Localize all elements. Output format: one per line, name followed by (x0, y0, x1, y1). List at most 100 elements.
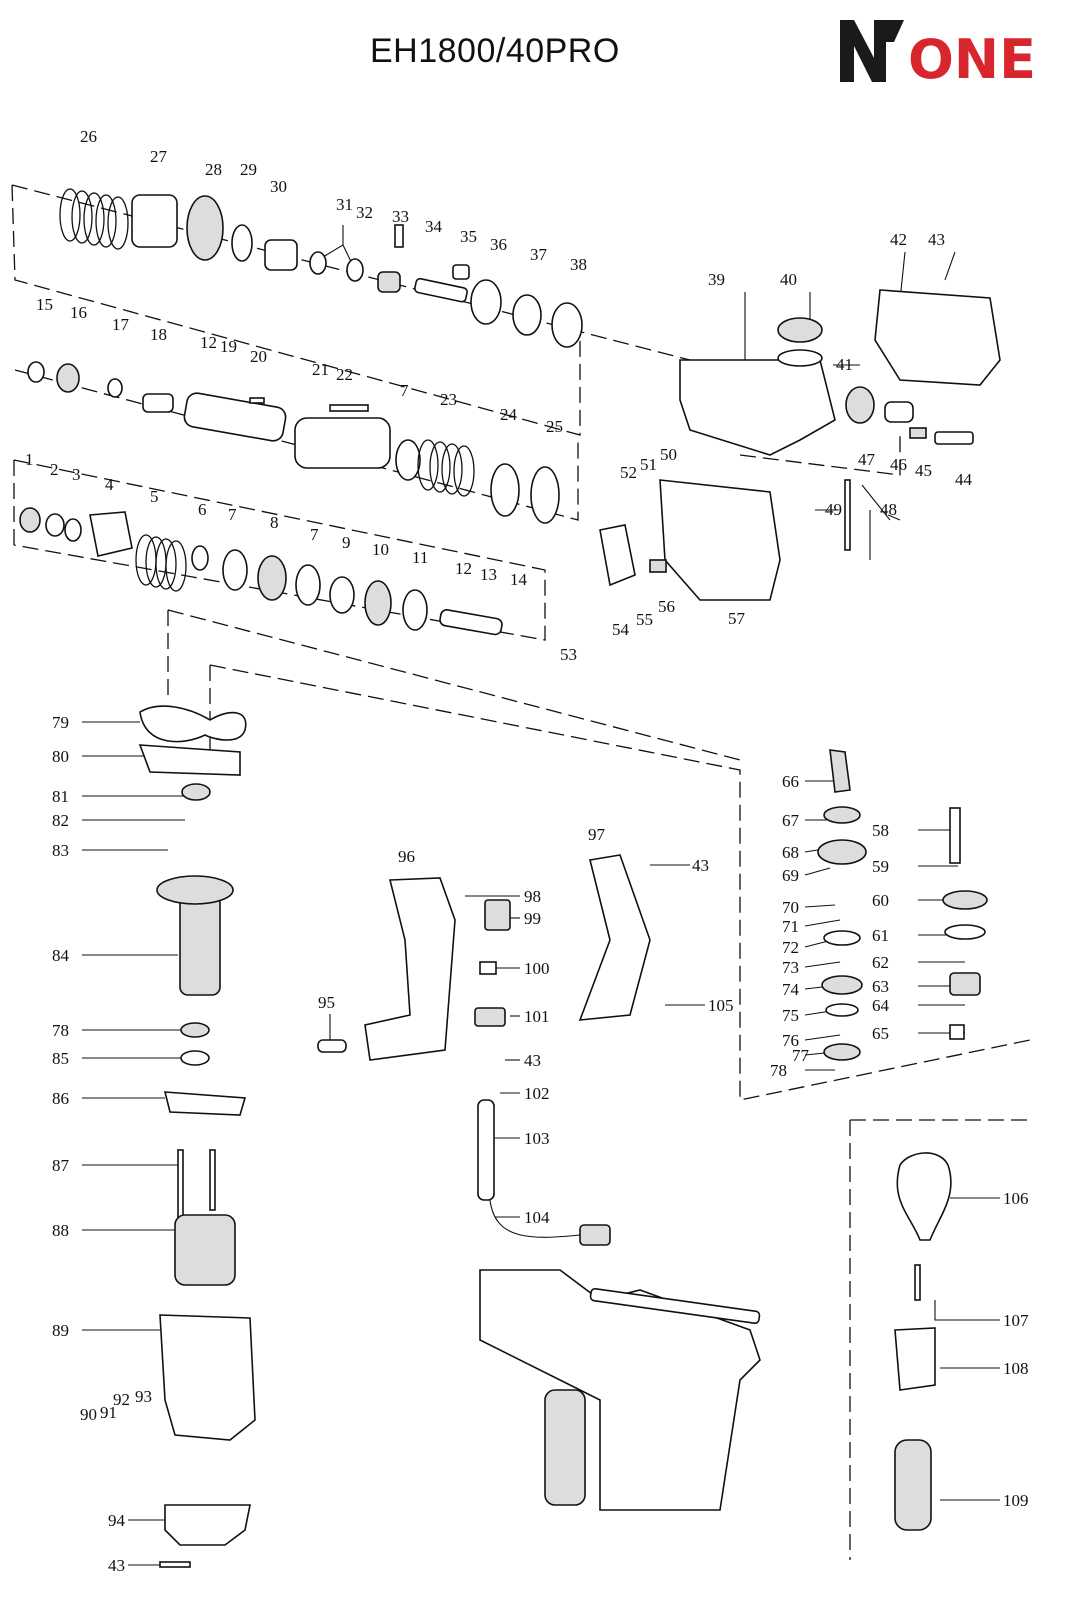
callout-label: 78 (770, 1061, 787, 1080)
callout-label: 33 (392, 207, 409, 226)
callout-label: 12 (200, 333, 217, 352)
washer-15 (27, 361, 45, 383)
ring-7-b (295, 564, 321, 606)
assembled-hammer-illustration (479, 1269, 761, 1511)
callout-label: 97 (588, 825, 606, 844)
callout-label: 67 (782, 811, 800, 830)
drive-parts (817, 749, 988, 1061)
callout-label: 75 (782, 1006, 799, 1025)
callout-label: 49 (825, 500, 842, 519)
bearing-67 (823, 806, 861, 824)
bearing-78-left (180, 1022, 210, 1038)
callout-label: 77 (792, 1046, 810, 1065)
part-65 (949, 1024, 965, 1040)
callout-label: 43 (928, 230, 945, 249)
callout-label: 38 (570, 255, 587, 274)
callout-label: 102 (524, 1084, 550, 1103)
callout-label: 22 (336, 365, 353, 384)
callout-label: 39 (708, 270, 725, 289)
callout-label: 8 (270, 513, 279, 532)
washer-76 (825, 1003, 859, 1017)
callout-label: 1 (25, 450, 34, 469)
handle-parts (317, 854, 651, 1246)
callout-label: 12 (455, 559, 472, 578)
callout-label: 46 (890, 455, 907, 474)
bolt-44 (934, 431, 974, 445)
bearing-10 (364, 580, 392, 626)
spring-5 (135, 534, 187, 592)
ring-7-a (222, 549, 248, 591)
front-housing-57 (659, 479, 781, 601)
accessory-parts (894, 1152, 952, 1531)
pinion-66 (829, 749, 851, 793)
callout-label: 89 (52, 1321, 69, 1340)
callout-label: 100 (524, 959, 550, 978)
callout-label: 72 (782, 938, 799, 957)
plug-104 (579, 1224, 611, 1246)
cylinder-21 (294, 417, 391, 469)
callout-label: 15 (36, 295, 53, 314)
callout-label: 104 (524, 1208, 550, 1227)
callout-label: 57 (728, 609, 746, 628)
spring-26 (59, 188, 129, 250)
callout-label: 106 (1003, 1189, 1029, 1208)
callout-label: 69 (782, 866, 799, 885)
callout-label: 43 (692, 856, 709, 875)
callout-label: 6 (198, 500, 207, 519)
callout-label: 108 (1003, 1359, 1029, 1378)
pin-20 (249, 397, 265, 404)
callout-label: 41 (836, 355, 853, 374)
group-outline-drive (167, 609, 1031, 1101)
part-27 (131, 194, 178, 248)
brand-logo: ONE (840, 12, 1040, 91)
ring-9 (329, 576, 355, 614)
baffle-86 (163, 1091, 247, 1116)
callout-label: 94 (108, 1511, 126, 1530)
callout-label: 73 (782, 958, 799, 977)
callout-label: 19 (220, 337, 237, 356)
rod-48 (844, 479, 851, 551)
callout-label: 5 (150, 487, 159, 506)
callout-label: 10 (372, 540, 389, 559)
screw-107 (914, 1264, 921, 1301)
callout-label: 80 (52, 747, 69, 766)
sleeve-4 (89, 511, 133, 557)
clamp-106 (896, 1152, 952, 1241)
callout-label: 85 (52, 1049, 69, 1068)
callout-label: 9 (342, 533, 351, 552)
upper-assembly-parts (19, 188, 583, 636)
callout-label: 65 (872, 1024, 889, 1043)
leader-lines (82, 225, 1000, 1566)
callout-label: 23 (440, 390, 457, 409)
group-outline-accessories (849, 1119, 1030, 1560)
callout-label: 2 (50, 460, 59, 479)
callout-label: 103 (524, 1129, 550, 1148)
o-ring-41 (777, 349, 823, 367)
o-ring-79 (139, 705, 247, 743)
ring-11 (402, 589, 428, 631)
callout-label: 59 (872, 857, 889, 876)
ring-2 (45, 513, 65, 537)
washer-73 (823, 930, 861, 946)
callout-label: 91 (100, 1403, 117, 1422)
callout-label: 25 (546, 417, 563, 436)
callout-label: 60 (872, 891, 889, 910)
callout-label: 82 (52, 811, 69, 830)
switch-99 (484, 899, 511, 931)
callout-label: 99 (524, 909, 541, 928)
cap-94 (164, 1504, 251, 1546)
callout-label: 86 (52, 1089, 69, 1108)
callout-label: 63 (872, 977, 889, 996)
callout-label: 24 (500, 405, 518, 424)
sleeve-30 (264, 239, 298, 271)
callout-label: 17 (112, 315, 130, 334)
gear-24 (490, 463, 520, 517)
callout-label: 54 (612, 620, 630, 639)
ring-37 (512, 294, 542, 336)
bearing-78-right (823, 1043, 861, 1061)
callout-label: 43 (524, 1051, 541, 1070)
callout-label: 3 (72, 465, 81, 484)
spring-45 (909, 427, 927, 439)
ring-8 (257, 555, 287, 601)
callout-label: 26 (80, 127, 97, 146)
